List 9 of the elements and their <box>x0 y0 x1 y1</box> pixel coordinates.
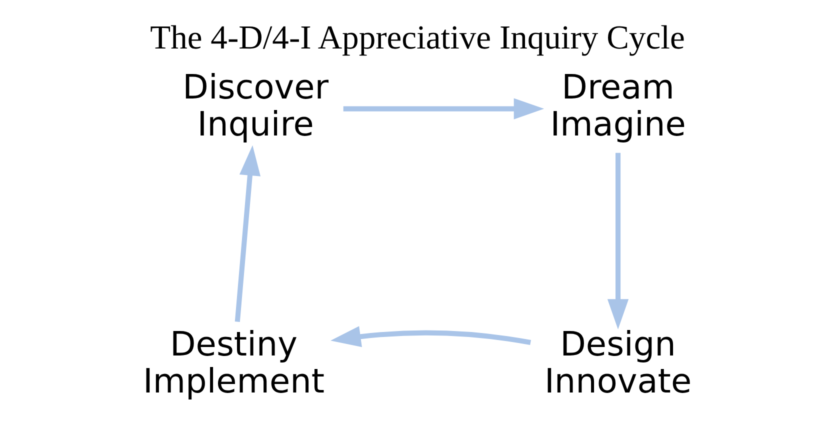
node-text: Dream Imagine <box>550 68 686 144</box>
arrow <box>343 98 544 120</box>
arrow <box>607 152 629 330</box>
diagram-title: The 4-D/4-I Appreciative Inquiry Cycle <box>150 19 685 56</box>
arrow <box>330 326 531 348</box>
arrow <box>234 145 261 322</box>
node-text: Discover Inquire <box>182 68 329 144</box>
node-text: Destiny Implement <box>142 324 325 400</box>
node-text: Design Innovate <box>544 324 692 400</box>
